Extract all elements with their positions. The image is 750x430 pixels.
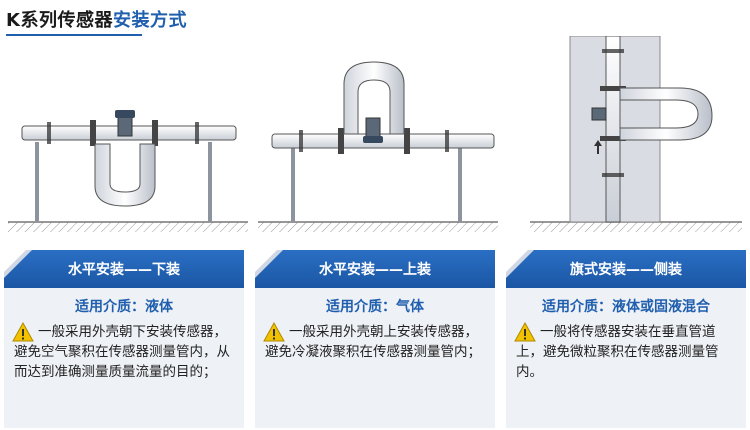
card-medium: 适用介质：液体或固液混合 [542,299,710,315]
card-header: 旗式安装——侧装 [506,250,746,288]
card-description: 一般将传感器安装在垂直管道上，避免微粒聚积在传感器测量管内。 [516,324,719,380]
installation-diagrams [8,36,742,232]
card-horizontal-up: 水平安装——上装 适用介质：气体 一般采用外壳朝上安装传感器，避免冷凝液聚积在传… [255,250,495,428]
title-underline [6,34,142,36]
card-corner-inner [4,250,26,272]
card-description: 一般采用外壳朝下安装传感器，避免空气聚积在传感器测量管内，从而达到准确测量质量流… [14,324,230,380]
card-medium: 适用介质：气体 [326,299,424,315]
title-highlight: 安装方式 [112,10,187,31]
card-header: 水平安装——上装 [255,250,495,288]
card-flag-side: 旗式安装——侧装 适用介质：液体或固液混合 一般将传感器安装在垂直管道上，避免微… [506,250,746,428]
diagram-flag-side [530,36,742,232]
card-corner-inner [506,250,528,272]
warning-icon [12,322,34,342]
warning-icon [514,322,536,342]
warning-icon [263,322,285,342]
card-medium: 适用介质：液体 [75,299,173,315]
title-prefix: K系列传感器 [6,10,113,31]
diagram-horizontal-up [258,61,498,232]
card-corner-inner [255,250,277,272]
page-title: K系列传感器安装方式 [6,6,187,32]
card-description: 一般采用外壳朝上安装传感器，避免冷凝液聚积在传感器测量管内； [265,324,481,360]
diagram-horizontal-down [8,110,248,232]
card-header: 水平安装——下装 [4,250,244,288]
card-horizontal-down: 水平安装——下装 适用介质：液体 一般采用外壳朝下安装传感器，避免空气聚积在传感… [4,250,244,428]
